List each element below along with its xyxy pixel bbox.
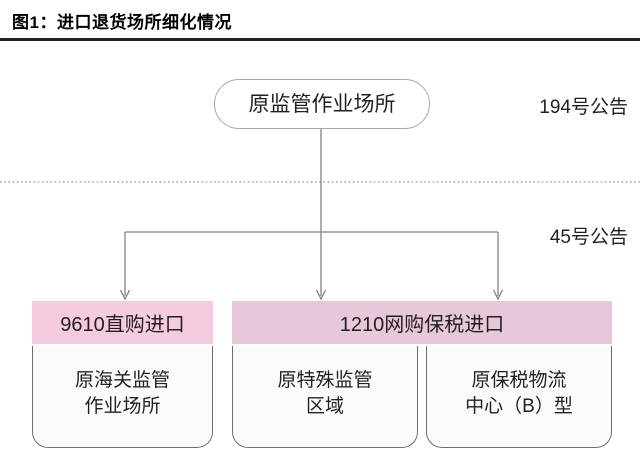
title-divider-rule [0, 38, 640, 41]
channel-header-9610: 9610直购进口 [32, 301, 213, 344]
leaf-box-customs-supervision-site[interactable]: 原海关监管 作业场所 [32, 346, 213, 448]
leaf-line-2: 区域 [305, 395, 344, 417]
channel-body-9610: 原海关监管 作业场所 [32, 346, 213, 448]
connector-lines [0, 129, 640, 301]
era-label-lower: 45号公告 [549, 227, 628, 248]
node-root-label: 原监管作业场所 [248, 92, 396, 116]
node-root-supervision-site[interactable]: 原监管作业场所 [214, 79, 430, 129]
leaf-line-1: 原海关监管 [74, 369, 170, 391]
channel-group-1210: 1210网购保税进口 原特殊监管 区域 原保税物流 中心（B）型 [232, 301, 612, 448]
flow-diagram: 原监管作业场所 194号公告 45号公告 9610直购进口 原海关监管 作业场所… [0, 42, 640, 454]
leaf-box-bonded-logistics-center-b[interactable]: 原保税物流 中心（B）型 [426, 346, 612, 448]
leaf-box-special-supervision-zone[interactable]: 原特殊监管 区域 [232, 346, 418, 448]
arrowhead-left [119, 289, 131, 301]
leaf-line-1: 原保税物流 [471, 369, 567, 391]
arrowhead-middle [315, 289, 327, 301]
arrowhead-right [492, 289, 504, 301]
leaf-line-2: 作业场所 [84, 395, 161, 417]
page-title: 图1：进口退货场所细化情况 [12, 13, 232, 32]
leaf-line-2: 中心（B）型 [465, 395, 573, 417]
channel-header-1210: 1210网购保税进口 [232, 301, 612, 344]
leaf-line-1: 原特殊监管 [277, 369, 373, 391]
channel-body-1210: 原特殊监管 区域 原保税物流 中心（B）型 [232, 346, 612, 448]
channel-group-9610: 9610直购进口 原海关监管 作业场所 [32, 301, 213, 448]
era-label-upper: 194号公告 [539, 97, 628, 118]
